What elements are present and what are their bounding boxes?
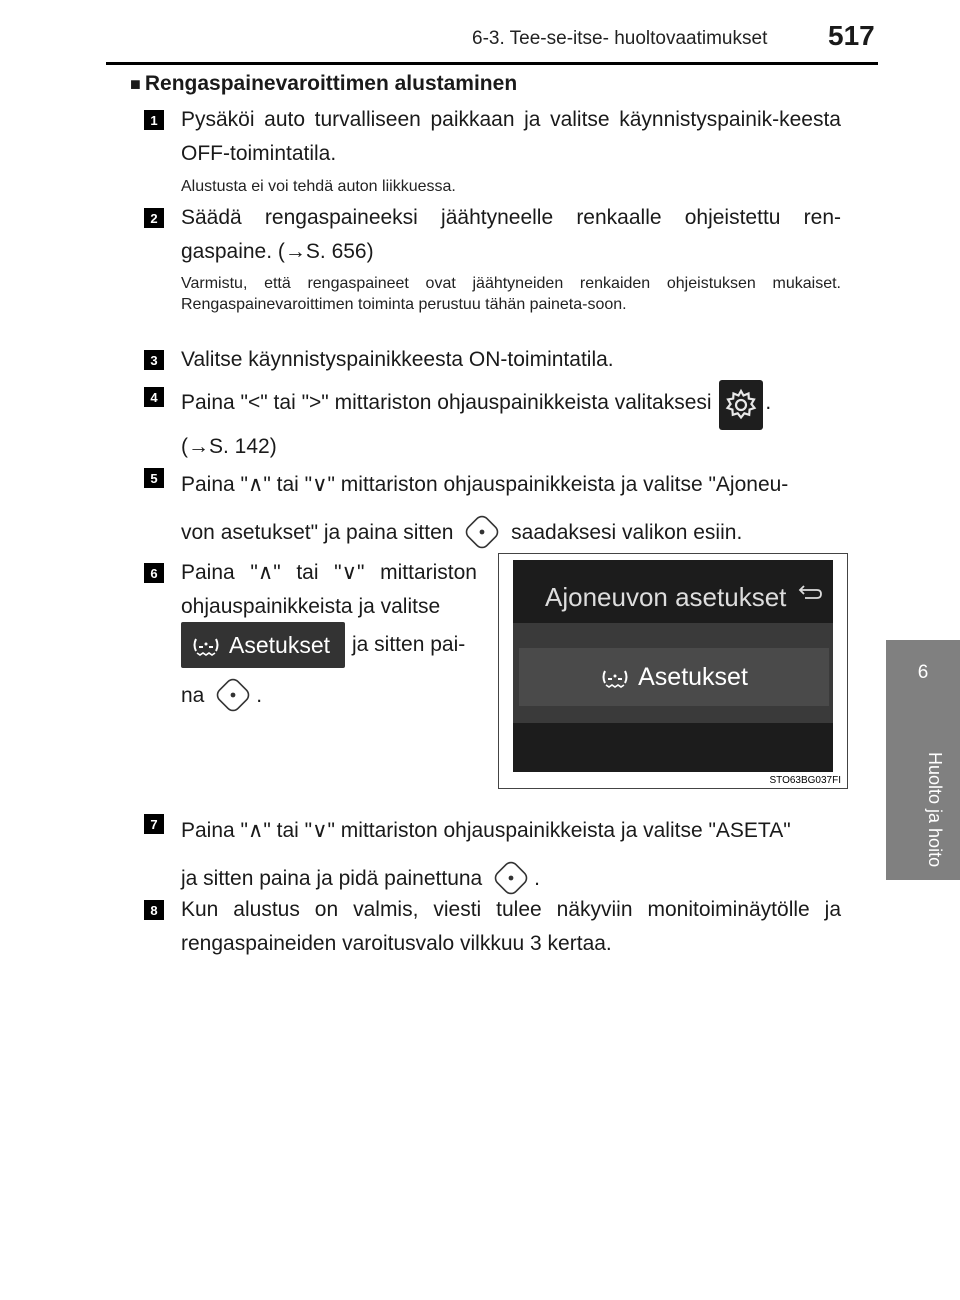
step-6-text-cd: na . [181, 678, 381, 713]
step-number-8: 8 [144, 900, 164, 920]
step-4-text-b: . [765, 391, 772, 414]
chapter-number: 6 [917, 662, 929, 683]
enter-button-icon [466, 515, 499, 549]
tpms-icon [602, 670, 628, 688]
menu-item-label: Asetukset [638, 662, 748, 691]
step-number-3: 3 [144, 350, 164, 370]
step-5-text: Paina "∧" tai "∨" mittariston ohjauspain… [181, 461, 841, 557]
step-1-text: Pysäköi auto turvalliseen paikkaan ja va… [181, 108, 841, 165]
step-4-text-a: Paina "<" tai ">" mittariston ohjauspain… [181, 391, 712, 414]
step-7-text: Paina "∧" tai "∨" mittariston ohjauspain… [181, 807, 841, 903]
page-number: 517 [828, 20, 875, 51]
square-bullet-icon: ■ [130, 74, 141, 94]
step-number-4: 4 [144, 387, 164, 407]
step-number-2: 2 [144, 208, 164, 228]
header-section-title: 6-3. Tee-se-itse- huoltovaatimukset [472, 28, 768, 49]
step-7-text-c: . [534, 867, 540, 890]
step-7-text-b: ja sitten paina ja pidä painettuna [181, 867, 483, 890]
multi-info-display: Ajoneuvon asetukset Asetukset [513, 560, 833, 772]
step-6-text-c: na [181, 684, 205, 707]
step-number-7: 7 [144, 814, 164, 834]
gear-icon [719, 380, 764, 430]
step-1-note: Alustusta ei voi tehdä auton liikkuessa. [181, 178, 456, 195]
step-5-text-c: saadaksesi valikon esiin. [511, 521, 743, 544]
header-rule [106, 62, 878, 65]
step-8-text: Kun alustus on valmis, viesti tulee näky… [181, 898, 841, 955]
chapter-label: Huolto ja hoito [925, 752, 945, 868]
asetukset-inline-label: Asetukset [181, 622, 345, 668]
step-5-text-a: Paina "∧" tai "∨" mittariston ohjauspain… [181, 473, 789, 496]
step-2-note: Varmistu, että rengaspaineet ovat jäähty… [181, 275, 841, 313]
display-figure: Ajoneuvon asetukset Asetukset STO63BG037… [498, 553, 848, 789]
step-2-text: Säädä rengaspaineeksi jäähtyneelle renka… [181, 206, 841, 263]
step-5-text-b: von asetukset" ja paina sitten [181, 521, 454, 544]
tpms-icon [193, 638, 219, 656]
step-7-text-a: Paina "∧" tai "∨" mittariston ohjauspain… [181, 819, 791, 842]
step-number-1: 1 [144, 110, 164, 130]
chapter-tab [886, 640, 960, 880]
step-4-text: Paina "<" tai ">" mittariston ohjauspain… [181, 380, 841, 464]
step-6-text-d: . [256, 684, 263, 707]
enter-button-icon [494, 861, 528, 895]
section-title: ■Rengaspainevaroittimen alustaminen [130, 72, 517, 96]
step-number-6: 6 [144, 563, 164, 583]
step-number-5: 5 [144, 468, 164, 488]
screen-title: Ajoneuvon asetukset [545, 582, 787, 612]
step-4-text-c: (→S. 142) [181, 435, 277, 458]
step-6-text-b: ja sitten pai- [352, 633, 466, 656]
enter-button-icon [216, 678, 250, 712]
figure-code: STO63BG037FI [769, 775, 841, 786]
step-6-text-a: Paina "∧" tai "∨" mittariston ohjauspain… [181, 561, 477, 618]
back-arrow-icon [798, 585, 822, 599]
menu-item-asetukset[interactable]: Asetukset [519, 648, 829, 706]
asetukset-inline-text: Asetukset [229, 631, 330, 658]
step-3-text: Valitse käynnistyspainikkeesta ON-toimin… [181, 348, 614, 371]
section-title-text: Rengaspainevaroittimen alustaminen [144, 72, 518, 95]
